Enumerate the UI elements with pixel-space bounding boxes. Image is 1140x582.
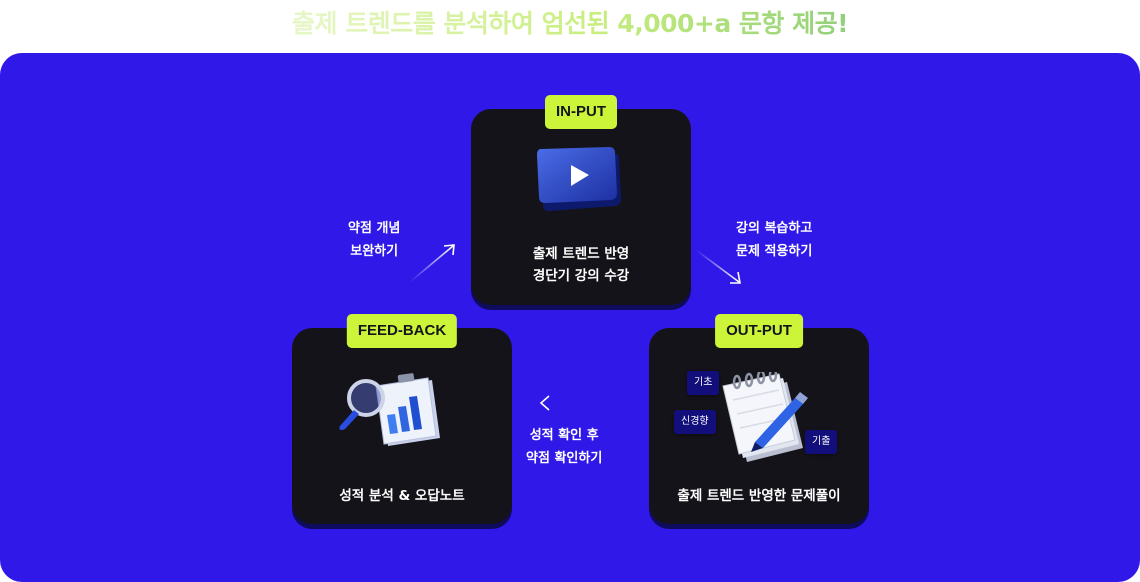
tag-basic: 기초 (687, 371, 720, 395)
input-line-2: 경단기 강의 수강 (532, 268, 630, 284)
flow-to-feedback-label: 성적 확인 후 약점 확인하기 (526, 428, 603, 466)
input-line-1: 출제 트렌드 반영 (532, 246, 630, 262)
output-badge: OUT-PUT (715, 314, 803, 348)
flow-to-output-label: 강의 복습하고 문제 적용하기 (736, 221, 813, 259)
output-card: OUT-PUT 기초 신경향 기출 출제 트렌드 반영한 문제풀이 (649, 314, 869, 524)
arrow-to-output-icon (695, 249, 741, 284)
arrow-to-feedback-icon (539, 395, 598, 411)
magnifier-clipboard-chart-icon (339, 373, 440, 446)
input-card: IN-PUT 출제 트렌드 반영 경단기 강의 수강 (471, 95, 691, 305)
tag-past-exam: 기출 (805, 430, 838, 454)
feedback-badge: FEED-BACK (346, 314, 458, 348)
output-description: 출제 트렌드 반영한 문제풀이 (677, 488, 841, 504)
input-badge: IN-PUT (545, 95, 617, 129)
tag-new-trend: 신경향 (674, 410, 716, 434)
video-play-icon (537, 147, 621, 211)
feedback-description: 성적 분석 & 오답노트 (339, 488, 465, 504)
input-description: 출제 트렌드 반영 경단기 강의 수강 (471, 243, 691, 287)
flow-to-input-label: 약점 개념 보완하기 (348, 221, 401, 259)
feedback-card: FEED-BACK 성적 분석 & 오답노트 (292, 314, 512, 524)
notebook-pen-icon (722, 372, 808, 462)
learning-cycle-panel: IN-PUT 출제 트렌드 반영 경단기 강의 수강 OUT-PUT (0, 53, 1140, 582)
headline: 출제 트렌드를 분석하여 엄선된 4,000+a 문항 제공! (0, 4, 1140, 40)
arrow-to-input-icon (409, 244, 455, 283)
